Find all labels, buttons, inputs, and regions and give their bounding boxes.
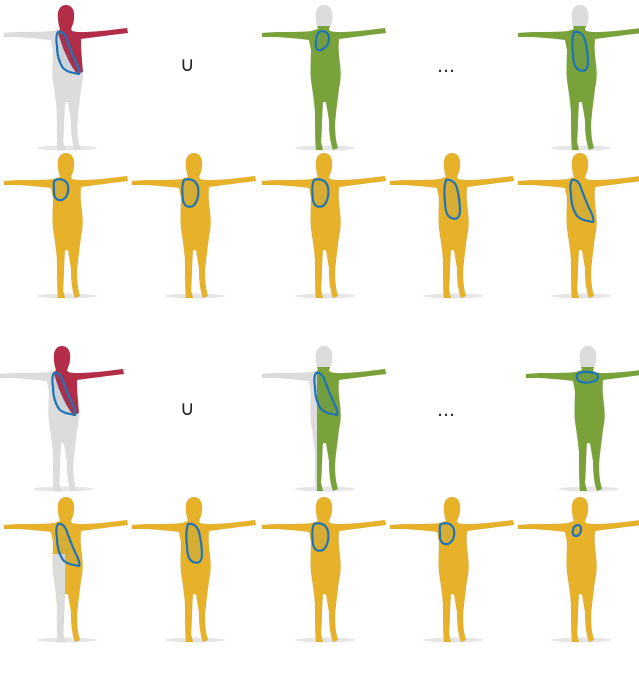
- body-mesh: [390, 153, 514, 298]
- union-symbol-top: ∪: [180, 52, 195, 76]
- ground-shadow: [423, 294, 483, 299]
- figure-r2-c5: [515, 150, 639, 300]
- figure-r1-c2: [259, 2, 389, 152]
- figure-r3-c1: [0, 343, 127, 493]
- body-mesh: [132, 497, 256, 642]
- ground-shadow: [165, 638, 225, 643]
- green-region: [262, 5, 386, 150]
- figure-r2-c2: [129, 150, 259, 300]
- body-mesh: [518, 497, 639, 642]
- figure-r2-c1: [1, 150, 131, 300]
- green-region: [518, 5, 639, 150]
- union-symbol-bottom: ∪: [180, 396, 195, 420]
- figure-r3-c3: [523, 343, 639, 493]
- region-outline: [182, 179, 198, 206]
- figure-r4-c1: [1, 494, 131, 644]
- body-mesh: [262, 497, 386, 642]
- ground-shadow: [37, 638, 97, 643]
- figure-r3-c2: [259, 343, 389, 493]
- ellipsis-top: …: [437, 56, 457, 77]
- ground-shadow: [423, 638, 483, 643]
- body-mesh: [4, 153, 128, 298]
- ground-shadow: [559, 487, 619, 492]
- green-region: [262, 346, 386, 491]
- ground-shadow: [551, 638, 611, 643]
- figure-r4-c2: [129, 494, 259, 644]
- region-outline: [440, 523, 455, 544]
- region-outline: [312, 179, 328, 206]
- body-mesh: [132, 153, 256, 298]
- figure-r4-c3: [259, 494, 389, 644]
- ground-shadow: [37, 294, 97, 299]
- ground-shadow: [551, 294, 611, 299]
- region-outline: [573, 525, 581, 536]
- figure-r1-c3: [515, 2, 639, 152]
- ground-shadow: [33, 487, 93, 492]
- ground-shadow: [295, 294, 355, 299]
- region-outline: [577, 372, 598, 383]
- figure-r4-c5: [515, 494, 639, 644]
- figure-r4-c4: [387, 494, 517, 644]
- body-mesh: [390, 497, 514, 642]
- ground-shadow: [165, 294, 225, 299]
- ground-shadow: [295, 487, 355, 492]
- ground-shadow: [295, 638, 355, 643]
- region-outline: [54, 179, 69, 200]
- ellipsis-bottom: …: [437, 400, 457, 421]
- body-mesh: [262, 153, 386, 298]
- figure-r2-c4: [387, 150, 517, 300]
- region-outline: [312, 523, 328, 550]
- figure-r1-c1: [1, 2, 131, 152]
- green-region: [526, 346, 639, 491]
- body-mesh: [4, 497, 128, 642]
- figure-r2-c3: [259, 150, 389, 300]
- body-mesh: [518, 153, 639, 298]
